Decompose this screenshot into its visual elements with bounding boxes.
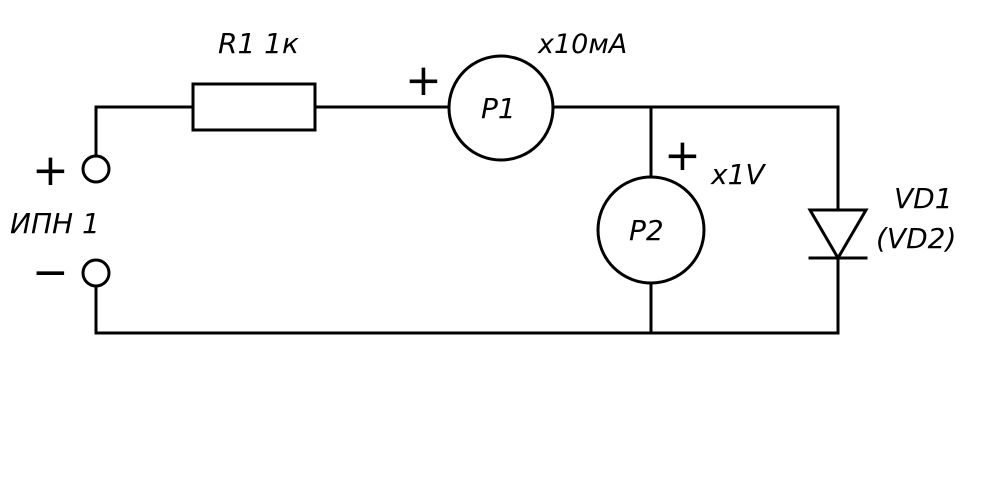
ammeter-name: P1 <box>481 92 516 125</box>
source-minus-terminal <box>81 258 111 288</box>
voltmeter-p2: P2 x1V + <box>596 130 766 285</box>
voltmeter-circle <box>596 175 706 285</box>
wire-source-to-resistor <box>94 105 195 157</box>
wire-bottom-rail <box>94 285 840 335</box>
source-plus-terminal <box>81 154 111 184</box>
voltmeter-name: P2 <box>629 214 664 247</box>
diode-triangle <box>807 208 869 261</box>
resistor-label: R1 1к <box>218 27 299 60</box>
ammeter-circle <box>447 54 555 162</box>
voltmeter-scale: x1V <box>710 158 766 191</box>
voltmeter-polarity: + <box>664 130 701 181</box>
diode-vd1: VD1 (VD2) <box>807 182 956 261</box>
diode-name: VD1 <box>894 182 953 215</box>
resistor-body <box>191 82 317 132</box>
ammeter-scale: x10мА <box>537 29 627 60</box>
power-source: + − ИПН 1 <box>10 145 111 298</box>
source-label: ИПН 1 <box>10 207 100 240</box>
ammeter-p1: P1 x10мА + <box>405 29 627 162</box>
resistor-r1: R1 1к <box>191 27 317 132</box>
source-plus-sign: + <box>32 145 69 196</box>
source-minus-sign: − <box>32 247 69 298</box>
ammeter-polarity: + <box>405 55 442 106</box>
diode-alt-name: (VD2) <box>876 222 956 255</box>
wires <box>94 105 840 335</box>
